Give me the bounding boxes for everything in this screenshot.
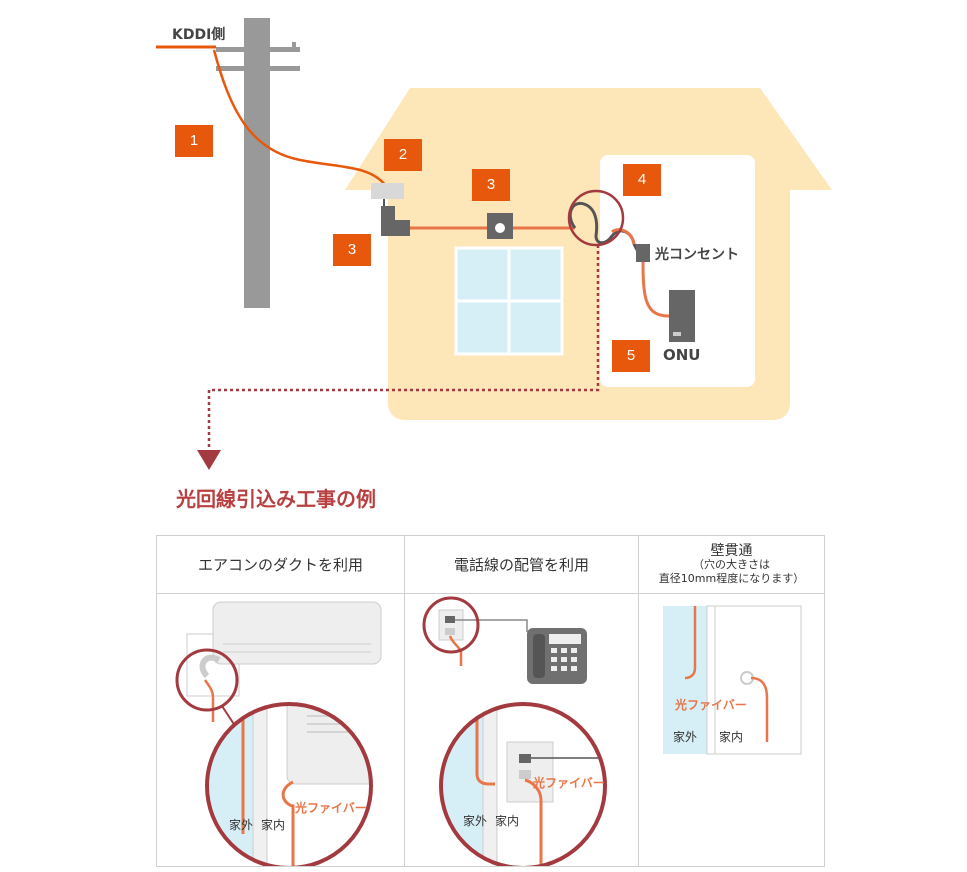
air-conditioner-icon [186, 601, 382, 697]
interior-room [600, 155, 755, 387]
step-tag-1: 1 [175, 125, 213, 157]
method-title-phone: 電話線の配管を利用 [404, 535, 639, 594]
methods-table: エアコンのダクトを利用 電話線の配管を利用 壁貫通 （穴の大きさは 直径10mm… [156, 535, 825, 867]
method-title-aircon: エアコンのダクトを利用 [156, 535, 405, 594]
magnify-circle [422, 596, 480, 654]
step-tag-5: 5 [612, 340, 650, 372]
onu-device-icon [669, 290, 695, 342]
magnify-circle [175, 648, 239, 712]
method-aircon-illustration: 光ファイバー 家外 家内 [156, 593, 405, 867]
drop-fiber-line [212, 49, 387, 187]
method-title-wall: 壁貫通 （穴の大きさは 直径10mm程度になります） [638, 535, 825, 594]
fiber-label: 光ファイバー [533, 776, 605, 790]
step-tag-3b: 3 [333, 234, 371, 266]
telephone-icon [527, 628, 587, 684]
step-tag-2: 2 [384, 139, 422, 171]
wall-title: 壁貫通 [710, 542, 753, 559]
wall-outlet-icon [438, 609, 464, 641]
wall-note-line1: （穴の大きさは [693, 557, 770, 571]
outside-label: 家外 [229, 818, 254, 832]
fiber-label: 光ファイバー [295, 801, 367, 815]
wall-note-line2: 直径10mm程度になります） [658, 571, 805, 585]
step-tag-3a: 3 [472, 169, 510, 201]
method-wall-illustration: 光ファイバー 家外 家内 [638, 593, 825, 867]
section-title: 光回線引込み工事の例 [176, 487, 376, 511]
method-phone-illustration: 光ファイバー 家外 家内 [404, 593, 639, 867]
inside-label: 家内 [495, 814, 520, 828]
outside-label: 家外 [673, 730, 698, 744]
house-icon [345, 88, 832, 420]
inside-label: 家内 [719, 730, 744, 744]
onu-label: ONU [663, 346, 701, 364]
utility-pole-icon [216, 18, 300, 308]
inside-label: 家内 [261, 818, 286, 832]
installation-diagram [156, 18, 832, 470]
outside-label: 家外 [463, 814, 488, 828]
window-icon [454, 246, 564, 356]
magnify-circle [567, 189, 625, 247]
pole-label: KDDI側 [172, 27, 226, 43]
optical-outlet-icon [636, 244, 650, 262]
step-tag-4: 4 [623, 164, 661, 196]
detail-route-line [207, 245, 600, 452]
fiber-label: 光ファイバー [675, 698, 747, 712]
outlet-label: 光コンセント [655, 247, 739, 263]
down-arrow-icon [197, 450, 221, 470]
